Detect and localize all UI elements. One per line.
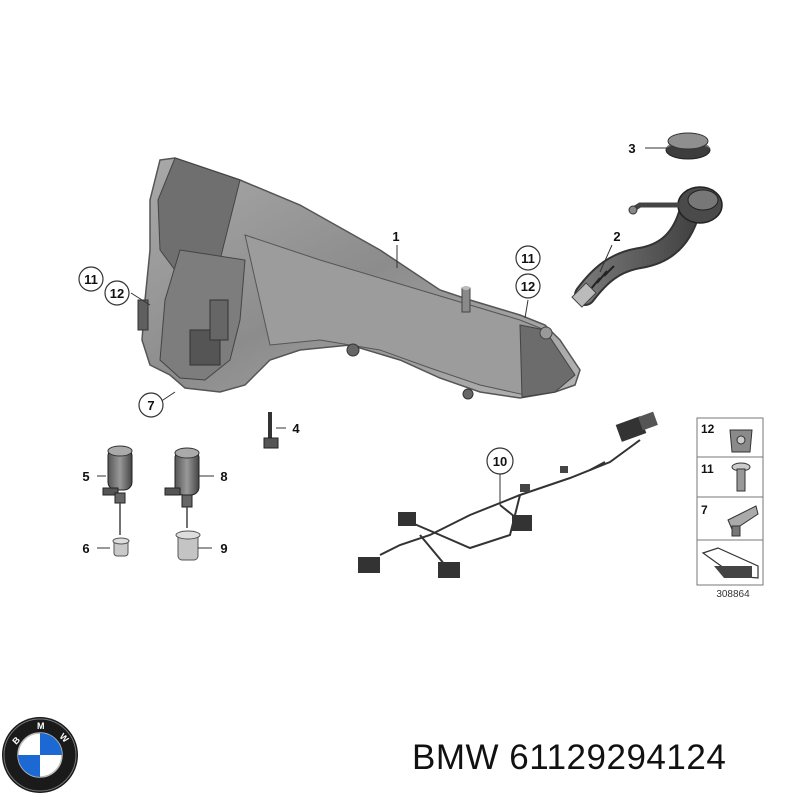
reservoir-cap-part (665, 132, 711, 160)
callout-12-right: 12 (515, 273, 541, 299)
svg-text:6: 6 (82, 541, 89, 556)
svg-text:12: 12 (701, 422, 715, 436)
callout-6: 6 (82, 541, 89, 556)
legend-arrow-icon (701, 547, 759, 579)
svg-text:2: 2 (613, 229, 620, 244)
svg-text:3: 3 (628, 141, 635, 156)
legend-item-12: 12 (701, 422, 753, 453)
callout-4: 4 (292, 421, 300, 436)
callout-12-left: 12 (104, 280, 130, 306)
callout-11-right: 11 (515, 245, 541, 271)
callout-8: 8 (220, 469, 227, 484)
harness-connectors (358, 411, 658, 578)
parts-legend: 12 11 7 308864 (696, 417, 764, 600)
svg-text:1: 1 (392, 229, 399, 244)
bmw-logo: B M W (2, 717, 78, 793)
svg-text:11: 11 (521, 251, 535, 266)
svg-text:7: 7 (147, 398, 154, 413)
svg-text:8: 8 (220, 469, 227, 484)
legend-item-11: 11 (701, 462, 751, 492)
svg-text:4: 4 (292, 421, 300, 436)
callout-7: 7 (138, 392, 164, 418)
washer-pump-right-part (164, 447, 200, 528)
svg-text:12: 12 (521, 279, 535, 294)
leader-lines (97, 147, 670, 549)
svg-text:11: 11 (701, 462, 714, 476)
svg-text:11: 11 (84, 272, 98, 287)
washer-pump-left-part (102, 445, 133, 535)
diagram-reference-number: 308864 (716, 589, 750, 600)
callout-9: 9 (220, 541, 227, 556)
callout-10: 10 (486, 447, 514, 475)
callout-3: 3 (628, 141, 635, 156)
callout-2: 2 (613, 229, 620, 244)
svg-text:9: 9 (220, 541, 227, 556)
svg-text:M: M (37, 721, 45, 731)
callout-11-left: 11 (78, 266, 104, 292)
grommet-small-part (112, 537, 130, 557)
grommet-large-part (175, 530, 201, 561)
svg-text:12: 12 (110, 286, 124, 301)
svg-text:7: 7 (701, 503, 708, 517)
callout-5: 5 (82, 469, 89, 484)
callout-1: 1 (392, 229, 399, 244)
svg-text:5: 5 (82, 469, 89, 484)
legend-item-7: 7 (701, 503, 759, 537)
washer-reservoir-part (137, 157, 581, 400)
bolt-part (263, 412, 279, 449)
part-number-label: BMW 61129294124 (412, 738, 727, 777)
filler-neck-hose-part (571, 186, 723, 308)
svg-text:10: 10 (493, 454, 507, 469)
